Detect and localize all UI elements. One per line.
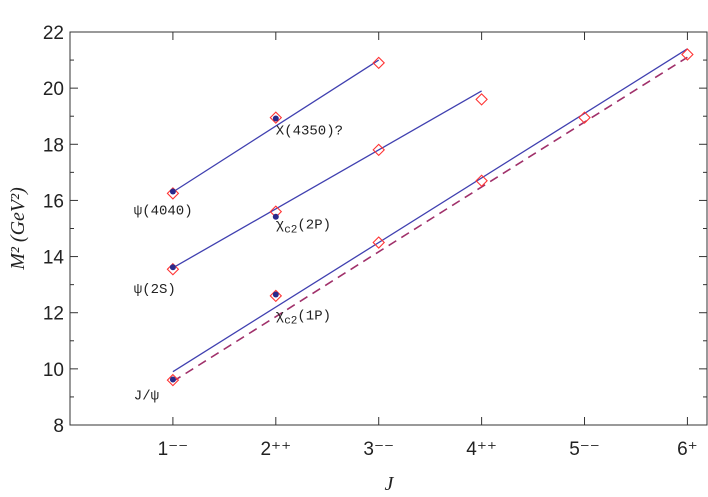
x-axis-title: J xyxy=(385,473,395,495)
diamond-point xyxy=(681,48,694,61)
diamond-point xyxy=(372,56,385,70)
experimental-dot xyxy=(272,291,279,298)
y-tick-label: 8 xyxy=(53,416,64,437)
y-tick-label: 18 xyxy=(43,135,64,156)
point-annotation: J/ψ xyxy=(134,389,159,405)
point-annotation: ψ(2S) xyxy=(134,282,176,298)
experimental-dot xyxy=(169,188,176,195)
y-tick-label: 14 xyxy=(43,248,65,269)
x-tick-label: 5⁻⁻ xyxy=(569,439,600,460)
experimental-dot xyxy=(169,376,176,383)
experimental-dot xyxy=(272,213,279,220)
trajectory-line xyxy=(172,90,482,269)
y-tick-label: 12 xyxy=(43,304,64,325)
y-tick-label: 10 xyxy=(43,360,64,381)
x-tick-label: 2⁺⁺ xyxy=(260,439,291,460)
trajectory-line xyxy=(172,48,688,373)
diamond-point xyxy=(269,289,283,303)
plot-frame xyxy=(69,31,708,426)
point-annotation: χc2(2P) xyxy=(276,218,331,237)
point-annotation: χc2(1P) xyxy=(276,309,331,328)
diamond-point xyxy=(166,187,180,200)
chart-labels: 8 10 12 14 16 18 20 22 1⁻⁻ 2⁺⁺ 3⁻⁻ 4⁺⁺ 5⁻⁻ 6⁺ X(4350)?… xyxy=(43,23,698,460)
diamond-point xyxy=(166,262,180,276)
experimental-dot xyxy=(169,264,176,271)
experimental-dot xyxy=(272,115,279,122)
x-tick-label: 3⁻⁻ xyxy=(363,439,394,460)
diamond-point xyxy=(475,174,488,188)
diamond-point xyxy=(475,93,488,106)
diamond-point xyxy=(269,111,283,124)
x-tick-label: 1⁻⁻ xyxy=(158,439,189,460)
diamond-point xyxy=(372,143,385,157)
axis-ticks xyxy=(70,31,707,426)
y-tick-label: 16 xyxy=(43,191,64,212)
diamond-point xyxy=(372,236,385,249)
y-tick-label: 20 xyxy=(43,79,64,100)
trajectory-line xyxy=(172,59,380,193)
diamond-point xyxy=(166,373,180,387)
plot-area-border xyxy=(69,31,708,426)
x-tick-label: 6⁺ xyxy=(677,439,698,460)
diamond-point xyxy=(578,111,591,124)
dashed-trajectory-line xyxy=(172,56,688,383)
y-axis-title: M² (GeV²) xyxy=(7,187,29,271)
point-annotation: ψ(4040) xyxy=(134,203,193,219)
chart-marks xyxy=(166,48,694,387)
y-tick-label: 22 xyxy=(43,23,64,44)
x-tick-label: 4⁺⁺ xyxy=(466,439,497,460)
point-annotation: X(4350)? xyxy=(276,123,343,139)
